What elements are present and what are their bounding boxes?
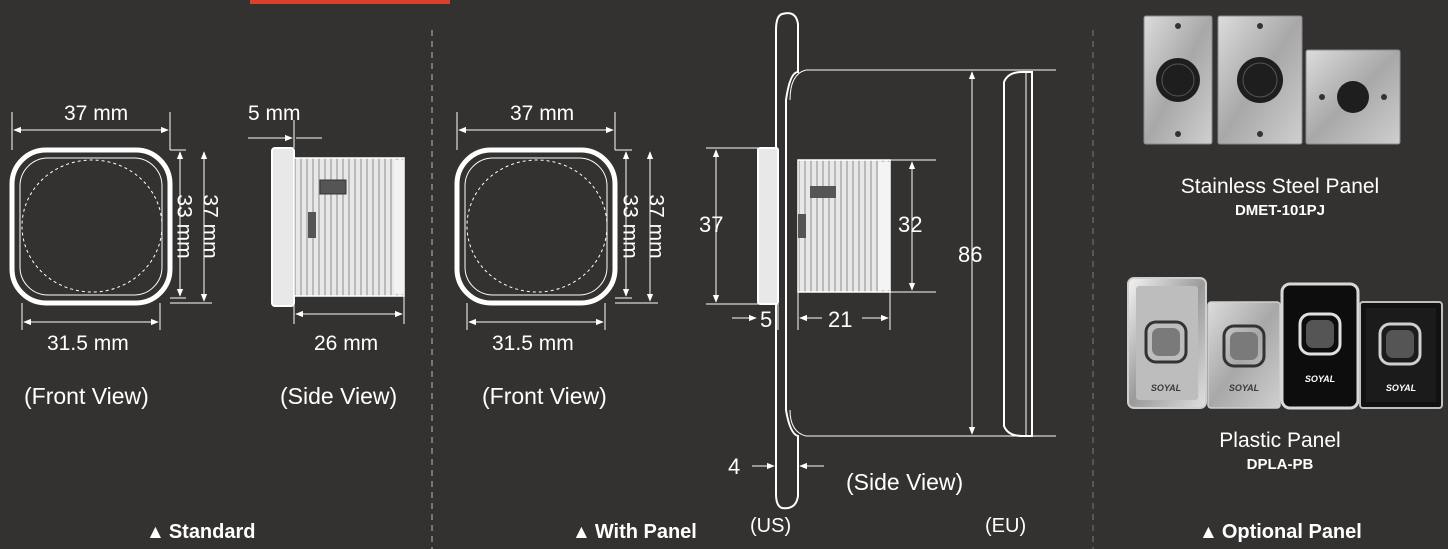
- std-front-outer-height-label: 37 mm: [198, 194, 222, 259]
- steel-panel-image: [1143, 15, 1401, 145]
- panel-front-view: [454, 112, 658, 330]
- panel-flange-depth-label: 5: [760, 307, 773, 332]
- plastic-panel-image: SOYAL SOYAL SOYAL SOYAL: [1127, 277, 1443, 410]
- std-front-inner-width-label: 31.5 mm: [47, 332, 129, 355]
- std-front-caption: (Front View): [24, 383, 149, 409]
- panel-side-caption: (Side View): [846, 469, 964, 495]
- std-front-width-label: 37 mm: [64, 102, 129, 125]
- steel-panel-model: DMET-101PJ: [1234, 202, 1326, 219]
- panel-flange-height-label: 37: [699, 212, 724, 237]
- std-front-inner-height-label: 33 mm: [172, 194, 196, 259]
- plastic-panel-model: DPLA-PB: [1246, 456, 1314, 473]
- panel-front-caption: (Front View): [482, 383, 607, 409]
- triangle-icon: ▲: [1199, 522, 1218, 543]
- header-accent-bar: [250, 0, 450, 4]
- brand-mark-4: SOYAL: [1386, 383, 1416, 393]
- with-panel-section-title: ▲With Panel: [572, 521, 697, 543]
- panel-plate-height-label: 86: [958, 242, 983, 267]
- panel-plate-thickness-label: 4: [728, 454, 741, 479]
- panel-body-depth-label: 21: [828, 307, 853, 332]
- standard-side-view: [248, 120, 405, 324]
- steel-panel-name: Stainless Steel Panel: [1180, 175, 1380, 198]
- panel-side-view: [706, 12, 1056, 510]
- standard-front-view: [9, 112, 212, 330]
- brand-mark-1: SOYAL: [1151, 383, 1181, 393]
- panel-front-width-label: 37 mm: [510, 102, 575, 125]
- optional-section-title: ▲Optional Panel: [1199, 521, 1362, 543]
- plastic-panel-name: Plastic Panel: [1219, 429, 1341, 452]
- region-us-label: (US): [750, 515, 792, 537]
- panel-front-outer-height-label: 37 mm: [644, 194, 668, 259]
- region-eu-label: (EU): [985, 515, 1027, 537]
- std-side-caption: (Side View): [280, 383, 398, 409]
- panel-body-height-label: 32: [898, 212, 923, 237]
- std-side-flange-label: 5 mm: [248, 102, 301, 125]
- panel-front-inner-width-label: 31.5 mm: [492, 332, 574, 355]
- brand-mark-2: SOYAL: [1229, 383, 1259, 393]
- panel-front-inner-height-label: 33 mm: [618, 194, 642, 259]
- triangle-icon: ▲: [572, 522, 591, 543]
- std-side-length-label: 26 mm: [314, 332, 379, 355]
- triangle-icon: ▲: [146, 522, 165, 543]
- brand-mark-3: SOYAL: [1305, 374, 1335, 384]
- standard-section-title: ▲Standard: [146, 521, 256, 543]
